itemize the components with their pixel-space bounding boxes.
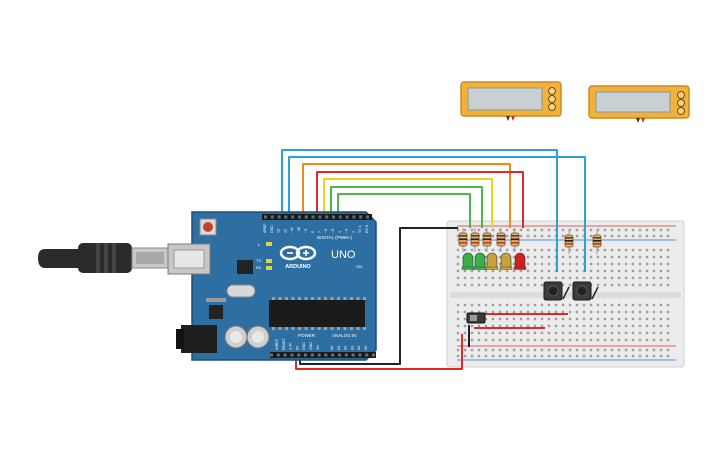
digital-pin-label: ~3 [345,229,349,233]
digital-pin-label: 13 [277,229,281,233]
power-pin-label: Vin [316,345,320,350]
on-led-label: ON [356,264,362,269]
power-pin-label: 5V [295,345,299,350]
wire-blue-1[interactable] [281,149,558,272]
wire-green-2[interactable] [337,193,471,228]
resistor[interactable] [458,228,468,252]
chip-icon [269,297,366,330]
digital-pin-label: GND [270,225,274,233]
board-model: UNO [331,249,356,261]
resistor[interactable] [470,228,480,252]
reset-button-icon[interactable] [199,218,217,236]
wire-yellow[interactable] [323,178,493,228]
digital-pin-label: ~11 [290,227,294,233]
digital-pin-label: ~5 [331,229,335,233]
l-led-label: L [258,242,261,247]
led[interactable] [513,252,527,270]
digital-pin-label: ~10 [297,227,301,233]
power-pin-label: 3.3V [289,342,293,350]
wire-orange[interactable] [302,163,511,228]
usb-cable-icon[interactable] [38,243,169,273]
digital-pin-label: 8 [311,231,315,233]
resistor[interactable] [510,228,520,252]
resistor-button-2[interactable] [592,230,602,254]
arduino-logo-icon [279,245,317,261]
lcd-display-2[interactable] [588,85,690,123]
analog-pin-label: A3 [350,346,354,350]
analog-pin-label: A0 [330,346,334,350]
led[interactable] [473,252,487,270]
power-pin-label: IOREF [275,338,279,350]
led[interactable] [485,252,499,270]
resistor[interactable] [496,228,506,252]
capacitor-icon [224,325,270,349]
digital-header-label: DIGITAL (PWM~) [317,235,352,240]
tx-led-label: TX [256,258,261,263]
power-pin-label: RESET [282,337,286,350]
analog-pin-label: A4 [357,346,361,350]
lcd-display-1[interactable] [460,81,562,121]
slide-switch-icon[interactable] [466,312,486,324]
digital-pin-label: RX 0 [365,225,369,233]
arduino-uno-board[interactable]: ARDUINO UNO DIGITAL (PWM~) POWER ANALOG … [167,211,377,361]
power-header-label: POWER [298,333,316,338]
analog-pin-label: A2 [344,346,348,350]
pushbutton-icon[interactable] [543,281,570,301]
pushbutton-icon[interactable] [572,281,599,301]
digital-pin-label: TX 1 [358,225,362,233]
arduino-logo-text: ARDUINO [285,264,311,270]
resistor[interactable] [482,228,492,252]
wire-green-1[interactable] [330,186,483,228]
analog-pin-label: A5 [364,346,368,350]
digital-pin-label: ~9 [304,229,308,233]
resistor-button-1[interactable] [564,230,574,254]
wire-black[interactable] [299,227,458,365]
wire-blue-2[interactable] [288,156,586,272]
power-pin-label: GND [302,342,306,350]
power-jack-icon [176,325,217,353]
digital-pin-label: 7 [317,231,321,233]
wires [281,149,586,370]
led-array [458,228,527,270]
digital-pin-label: 2 [351,231,355,233]
led[interactable] [461,252,475,270]
digital-pin-label: 12 [283,229,287,233]
led[interactable] [499,252,513,270]
power-pin-label: GND [309,342,313,350]
rx-led-label: RX [256,265,262,270]
analog-pin-label: A1 [337,346,341,350]
wire-red-top[interactable] [316,171,524,228]
digital-pin-label: 4 [338,231,342,233]
analog-header-label: ANALOG IN [332,333,357,338]
digital-pin-label: AREF [263,223,267,233]
wire-red-power[interactable] [295,334,463,370]
digital-pin-label: ~6 [324,229,328,233]
